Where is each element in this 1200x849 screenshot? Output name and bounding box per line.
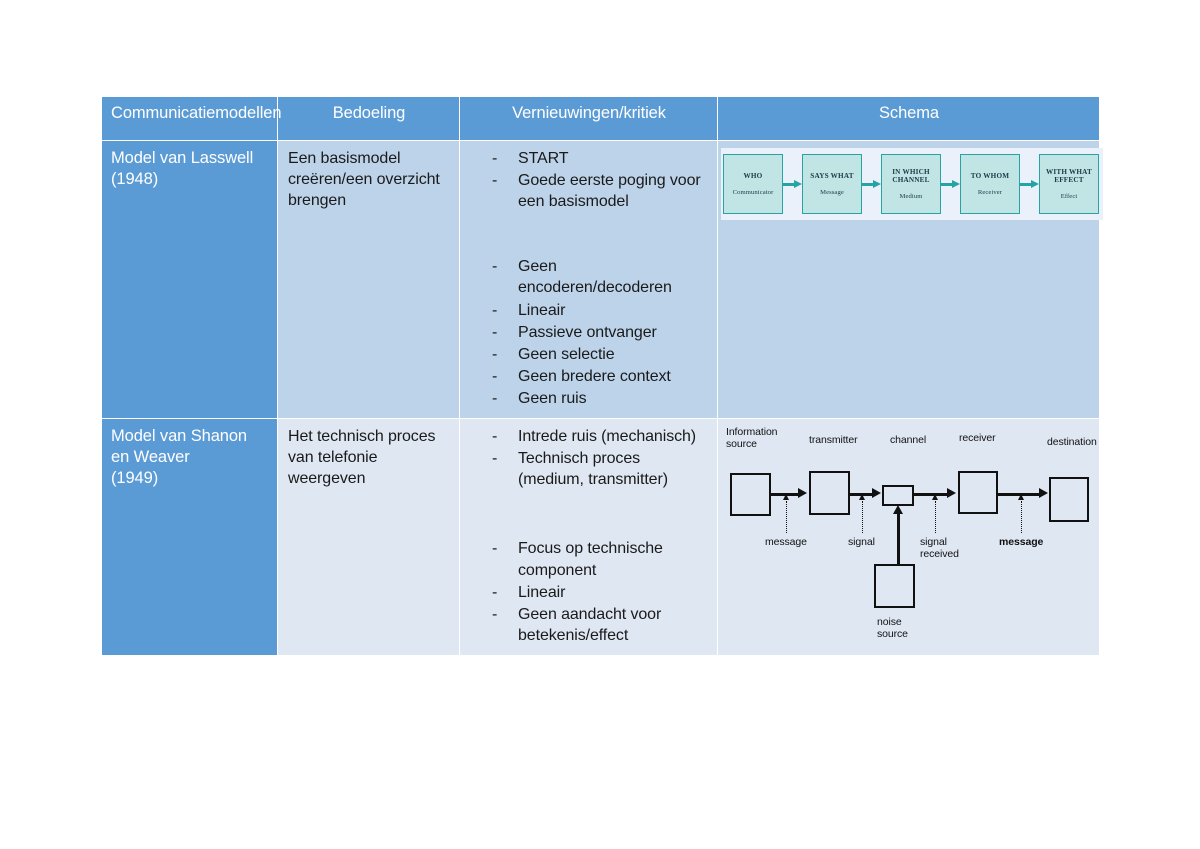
lasswell-box-element: Receiver xyxy=(977,189,1003,197)
list-item: Geen ruis xyxy=(470,388,707,409)
schema-wrap-shannon-weaver: Information source transmitter channel r… xyxy=(718,425,1099,653)
bedoeling-cell-shannon-weaver: Het technisch proces van telefonie weerg… xyxy=(277,418,460,656)
sw-label-noise-source: noise source xyxy=(877,616,908,640)
row-label-cell-lasswell: Model van Lasswell (1948) xyxy=(101,139,278,420)
lasswell-box-question: SAYS WHAT xyxy=(810,171,854,180)
arrow-right-icon xyxy=(783,179,802,189)
sw-box-information-source xyxy=(730,473,771,517)
header-cell-vernieuwingen-kritiek: Vernieuwingen/kritiek xyxy=(459,96,718,141)
lasswell-box-question: TO WHOM xyxy=(970,171,1010,180)
sw-edge-noise-to-channel xyxy=(897,513,900,567)
lasswell-model-diagram: WHO Communicator SAYS WHAT Message xyxy=(721,148,1103,220)
lasswell-box-in-which-channel: IN WHICH CHANNEL Medium xyxy=(881,154,941,214)
sw-label-information-source: Information source xyxy=(726,426,778,450)
list-item: Passieve ontvanger xyxy=(470,322,707,343)
bedoeling-text-lasswell: Een basismodel creëren/een overzicht bre… xyxy=(288,150,440,210)
header-label-schema: Schema xyxy=(879,104,939,122)
list-item: Geen aandacht voor betekenis/effect xyxy=(470,604,707,646)
lasswell-box-who: WHO Communicator xyxy=(723,154,783,214)
kritiek-list-wrap-shannon-weaver: Intrede ruis (mechanisch) Technisch proc… xyxy=(460,419,717,655)
kritiek-cell-lasswell: START Goede eerste poging voor een basis… xyxy=(459,139,718,420)
sw-label-channel: channel xyxy=(890,434,927,447)
model-name-lasswell: Model van Lasswell (1948) xyxy=(111,149,254,189)
header-cell-communicatiemodellen: Communicatiemodellen xyxy=(101,96,282,141)
sw-box-receiver xyxy=(958,471,998,515)
tick-up-icon xyxy=(859,494,865,501)
communication-models-table-wrapper: Communicatiemodellen Bedoeling Vernieuwi… xyxy=(101,96,1103,656)
lasswell-box-question: WITH WHAT EFFECT xyxy=(1045,167,1093,184)
header-label-bedoeling: Bedoeling xyxy=(332,104,406,122)
sw-callout-line-message-1 xyxy=(786,501,787,534)
tick-up-icon xyxy=(932,494,938,501)
arrow-right-icon xyxy=(1020,179,1039,189)
table-row-lasswell: Model van Lasswell (1948) Een basismodel… xyxy=(101,139,1103,420)
sw-box-destination xyxy=(1049,477,1089,523)
kritiek-list-bottom-shannon-weaver: Focus op technische component Lineair Ge… xyxy=(470,538,707,646)
list-item: Geen bredere context xyxy=(470,366,707,387)
sw-box-noise-source xyxy=(874,564,915,609)
list-item: Intrede ruis (mechanisch) xyxy=(470,426,707,447)
arrow-up-icon xyxy=(893,505,903,515)
kritiek-cell-shannon-weaver: Intrede ruis (mechanisch) Technisch proc… xyxy=(459,418,718,656)
kritiek-list-bottom-lasswell: Geen encoderen/decoderen Lineair Passiev… xyxy=(470,256,707,409)
tick-up-icon xyxy=(1018,494,1024,501)
arrow-right-icon xyxy=(947,488,956,499)
list-item: Geen selectie xyxy=(470,344,707,365)
bedoeling-text-shannon-weaver: Het technisch proces van telefonie weerg… xyxy=(288,428,436,488)
sw-edge-label-signal-received: signal received xyxy=(920,536,959,560)
sw-box-channel xyxy=(882,485,914,507)
header-cell-bedoeling: Bedoeling xyxy=(277,96,460,141)
lasswell-box-element: Medium xyxy=(899,193,923,201)
sw-edge-label-message-2: message xyxy=(999,536,1044,549)
header-label-communicatiemodellen: Communicatiemodellen xyxy=(111,104,282,122)
arrow-right-icon xyxy=(872,488,881,499)
lasswell-box-element: Effect xyxy=(1060,193,1078,201)
sw-callout-line-signal-received xyxy=(935,501,936,534)
list-item: START xyxy=(470,148,707,169)
tick-up-icon xyxy=(783,494,789,501)
arrow-right-icon xyxy=(1039,488,1048,499)
list-item: Lineair xyxy=(470,582,707,603)
sw-callout-line-message-2 xyxy=(1021,501,1022,534)
lasswell-box-says-what: SAYS WHAT Message xyxy=(802,154,862,214)
header-cell-schema: Schema xyxy=(717,96,1100,141)
sw-callout-line-signal xyxy=(862,501,863,534)
header-label-vernieuwingen-kritiek: Vernieuwingen/kritiek xyxy=(512,104,666,122)
list-item: Focus op technische component xyxy=(470,538,707,580)
sw-edge-channel-to-receiver xyxy=(914,493,949,497)
schema-cell-lasswell: WHO Communicator SAYS WHAT Message xyxy=(717,139,1103,420)
sw-label-receiver: receiver xyxy=(959,432,996,445)
communication-models-table: Communicatiemodellen Bedoeling Vernieuwi… xyxy=(101,96,1103,656)
arrow-right-icon xyxy=(862,179,881,189)
list-item: Geen encoderen/decoderen xyxy=(470,256,707,298)
arrow-right-icon xyxy=(798,488,807,499)
kritiek-list-wrap-lasswell: START Goede eerste poging voor een basis… xyxy=(460,141,717,418)
list-item: Lineair xyxy=(470,300,707,321)
lasswell-box-element: Communicator xyxy=(732,189,774,197)
lasswell-box-question: IN WHICH CHANNEL xyxy=(892,167,930,184)
sw-box-transmitter xyxy=(809,471,850,516)
shannon-weaver-model-diagram: Information source transmitter channel r… xyxy=(722,425,1102,653)
row-label-cell-shannon-weaver: Model van Shanon en Weaver (1949) xyxy=(101,418,278,656)
bedoeling-cell-lasswell: Een basismodel creëren/een overzicht bre… xyxy=(277,139,460,420)
kritiek-list-top-shannon-weaver: Intrede ruis (mechanisch) Technisch proc… xyxy=(470,426,707,490)
model-name-shannon-weaver: Model van Shanon en Weaver (1949) xyxy=(111,427,247,488)
lasswell-box-to-whom: TO WHOM Receiver xyxy=(960,154,1020,214)
schema-wrap-lasswell: WHO Communicator SAYS WHAT Message xyxy=(718,148,1103,220)
table-header-row: Communicatiemodellen Bedoeling Vernieuwi… xyxy=(101,96,1100,141)
kritiek-list-top-lasswell: START Goede eerste poging voor een basis… xyxy=(470,148,707,212)
sw-label-destination: destination xyxy=(1047,436,1097,449)
sw-edge-label-message-1: message xyxy=(765,536,807,549)
lasswell-box-element: Message xyxy=(820,189,844,197)
lasswell-box-question: WHO xyxy=(743,171,763,180)
table-row-shannon-weaver: Model van Shanon en Weaver (1949) Het te… xyxy=(101,418,1100,656)
arrow-right-icon xyxy=(941,179,960,189)
sw-edge-label-signal: signal xyxy=(848,536,875,549)
list-item: Goede eerste poging voor een basismodel xyxy=(470,170,707,212)
list-item: Technisch proces (medium, transmitter) xyxy=(470,448,707,490)
sw-label-transmitter: transmitter xyxy=(809,434,858,447)
lasswell-box-with-what-effect: WITH WHAT EFFECT Effect xyxy=(1039,154,1099,214)
schema-cell-shannon-weaver: Information source transmitter channel r… xyxy=(717,418,1100,656)
